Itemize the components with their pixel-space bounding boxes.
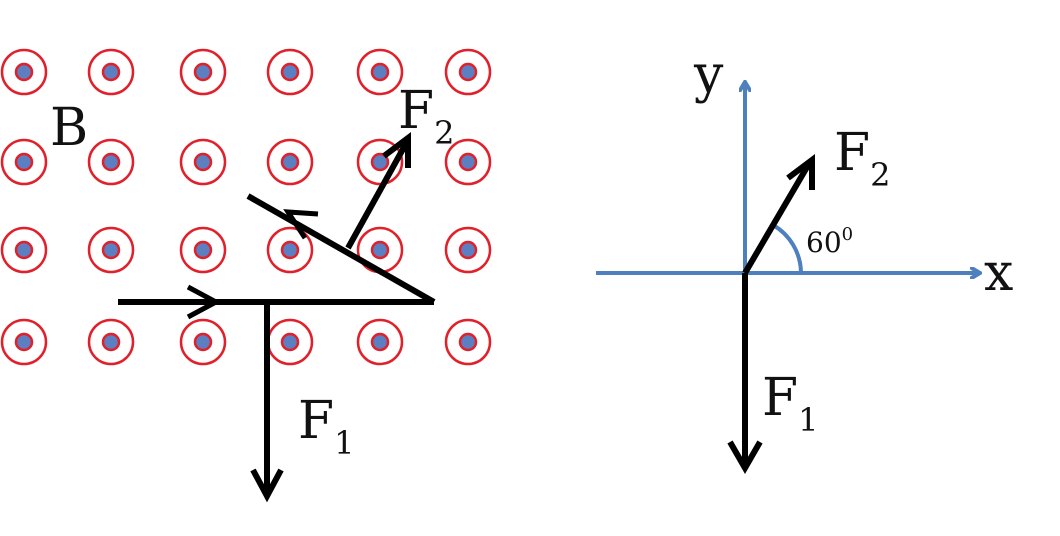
field-symbol (356, 138, 404, 186)
field-symbol (266, 138, 314, 186)
field-symbol (356, 48, 404, 96)
field-symbol (0, 318, 48, 366)
field-symbol (87, 318, 135, 366)
current-direction-arrow-bottom (186, 284, 222, 320)
force-f1-label-left: F1 (298, 391, 354, 462)
wire-slanted-segment (246, 193, 436, 305)
x-axis-label: x (984, 243, 1013, 303)
field-symbol (0, 48, 48, 96)
coordinate-axes (596, 82, 980, 273)
force-f2-label-left: F2 (398, 81, 454, 152)
field-symbol (356, 226, 404, 274)
field-symbol (87, 48, 135, 96)
force-f1-label-right: F1 (762, 368, 818, 439)
angle-label: 600 (806, 224, 853, 259)
field-label-b: B (50, 98, 88, 158)
field-symbol (179, 48, 227, 96)
force-f2-arrow-left (345, 132, 411, 250)
field-symbol (87, 138, 135, 186)
field-symbol (266, 226, 314, 274)
magnetic-field-grid (0, 48, 492, 366)
field-symbol (266, 48, 314, 96)
field-symbol (179, 138, 227, 186)
field-symbol (444, 226, 492, 274)
field-symbol (0, 226, 48, 274)
wire-loop (118, 193, 436, 320)
field-symbol (444, 318, 492, 366)
field-symbol (179, 226, 227, 274)
current-direction-arrow-slanted (283, 209, 319, 240)
angle-arc (771, 223, 803, 274)
field-symbol (444, 48, 492, 96)
field-symbol (87, 226, 135, 274)
field-symbol (266, 318, 314, 366)
force-f1-arrow-left (250, 304, 284, 503)
force-f2-label-right: F2 (834, 123, 890, 194)
field-symbol (179, 318, 227, 366)
force-f2-arrow-right (742, 154, 815, 275)
field-symbol (0, 138, 48, 186)
force-f1-arrow-right (727, 273, 763, 475)
field-symbol (356, 318, 404, 366)
y-axis-label: y (693, 45, 724, 105)
field-symbol (444, 138, 492, 186)
